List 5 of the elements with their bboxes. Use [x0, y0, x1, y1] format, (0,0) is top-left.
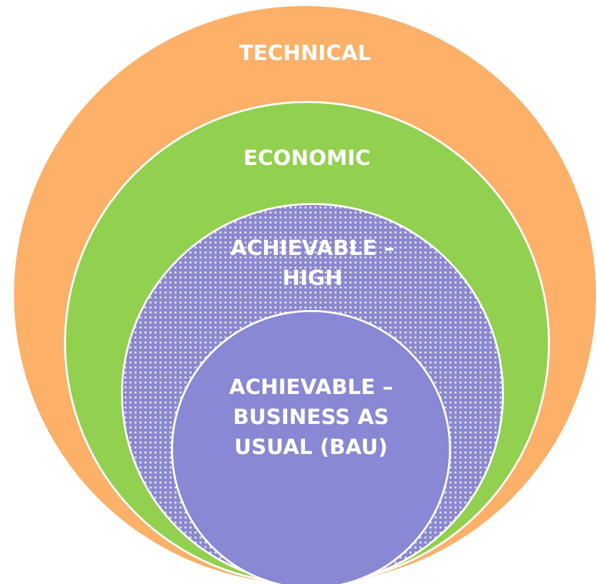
- circle-label: TECHNICAL: [238, 40, 372, 67]
- circle-label: ECONOMIC: [242, 145, 372, 172]
- circle-label: ACHIEVABLE – HIGH: [229, 235, 396, 292]
- inner-circle: [171, 310, 451, 584]
- circle-label: ACHIEVABLE – BUSINESS AS USUAL (BAU): [228, 374, 394, 461]
